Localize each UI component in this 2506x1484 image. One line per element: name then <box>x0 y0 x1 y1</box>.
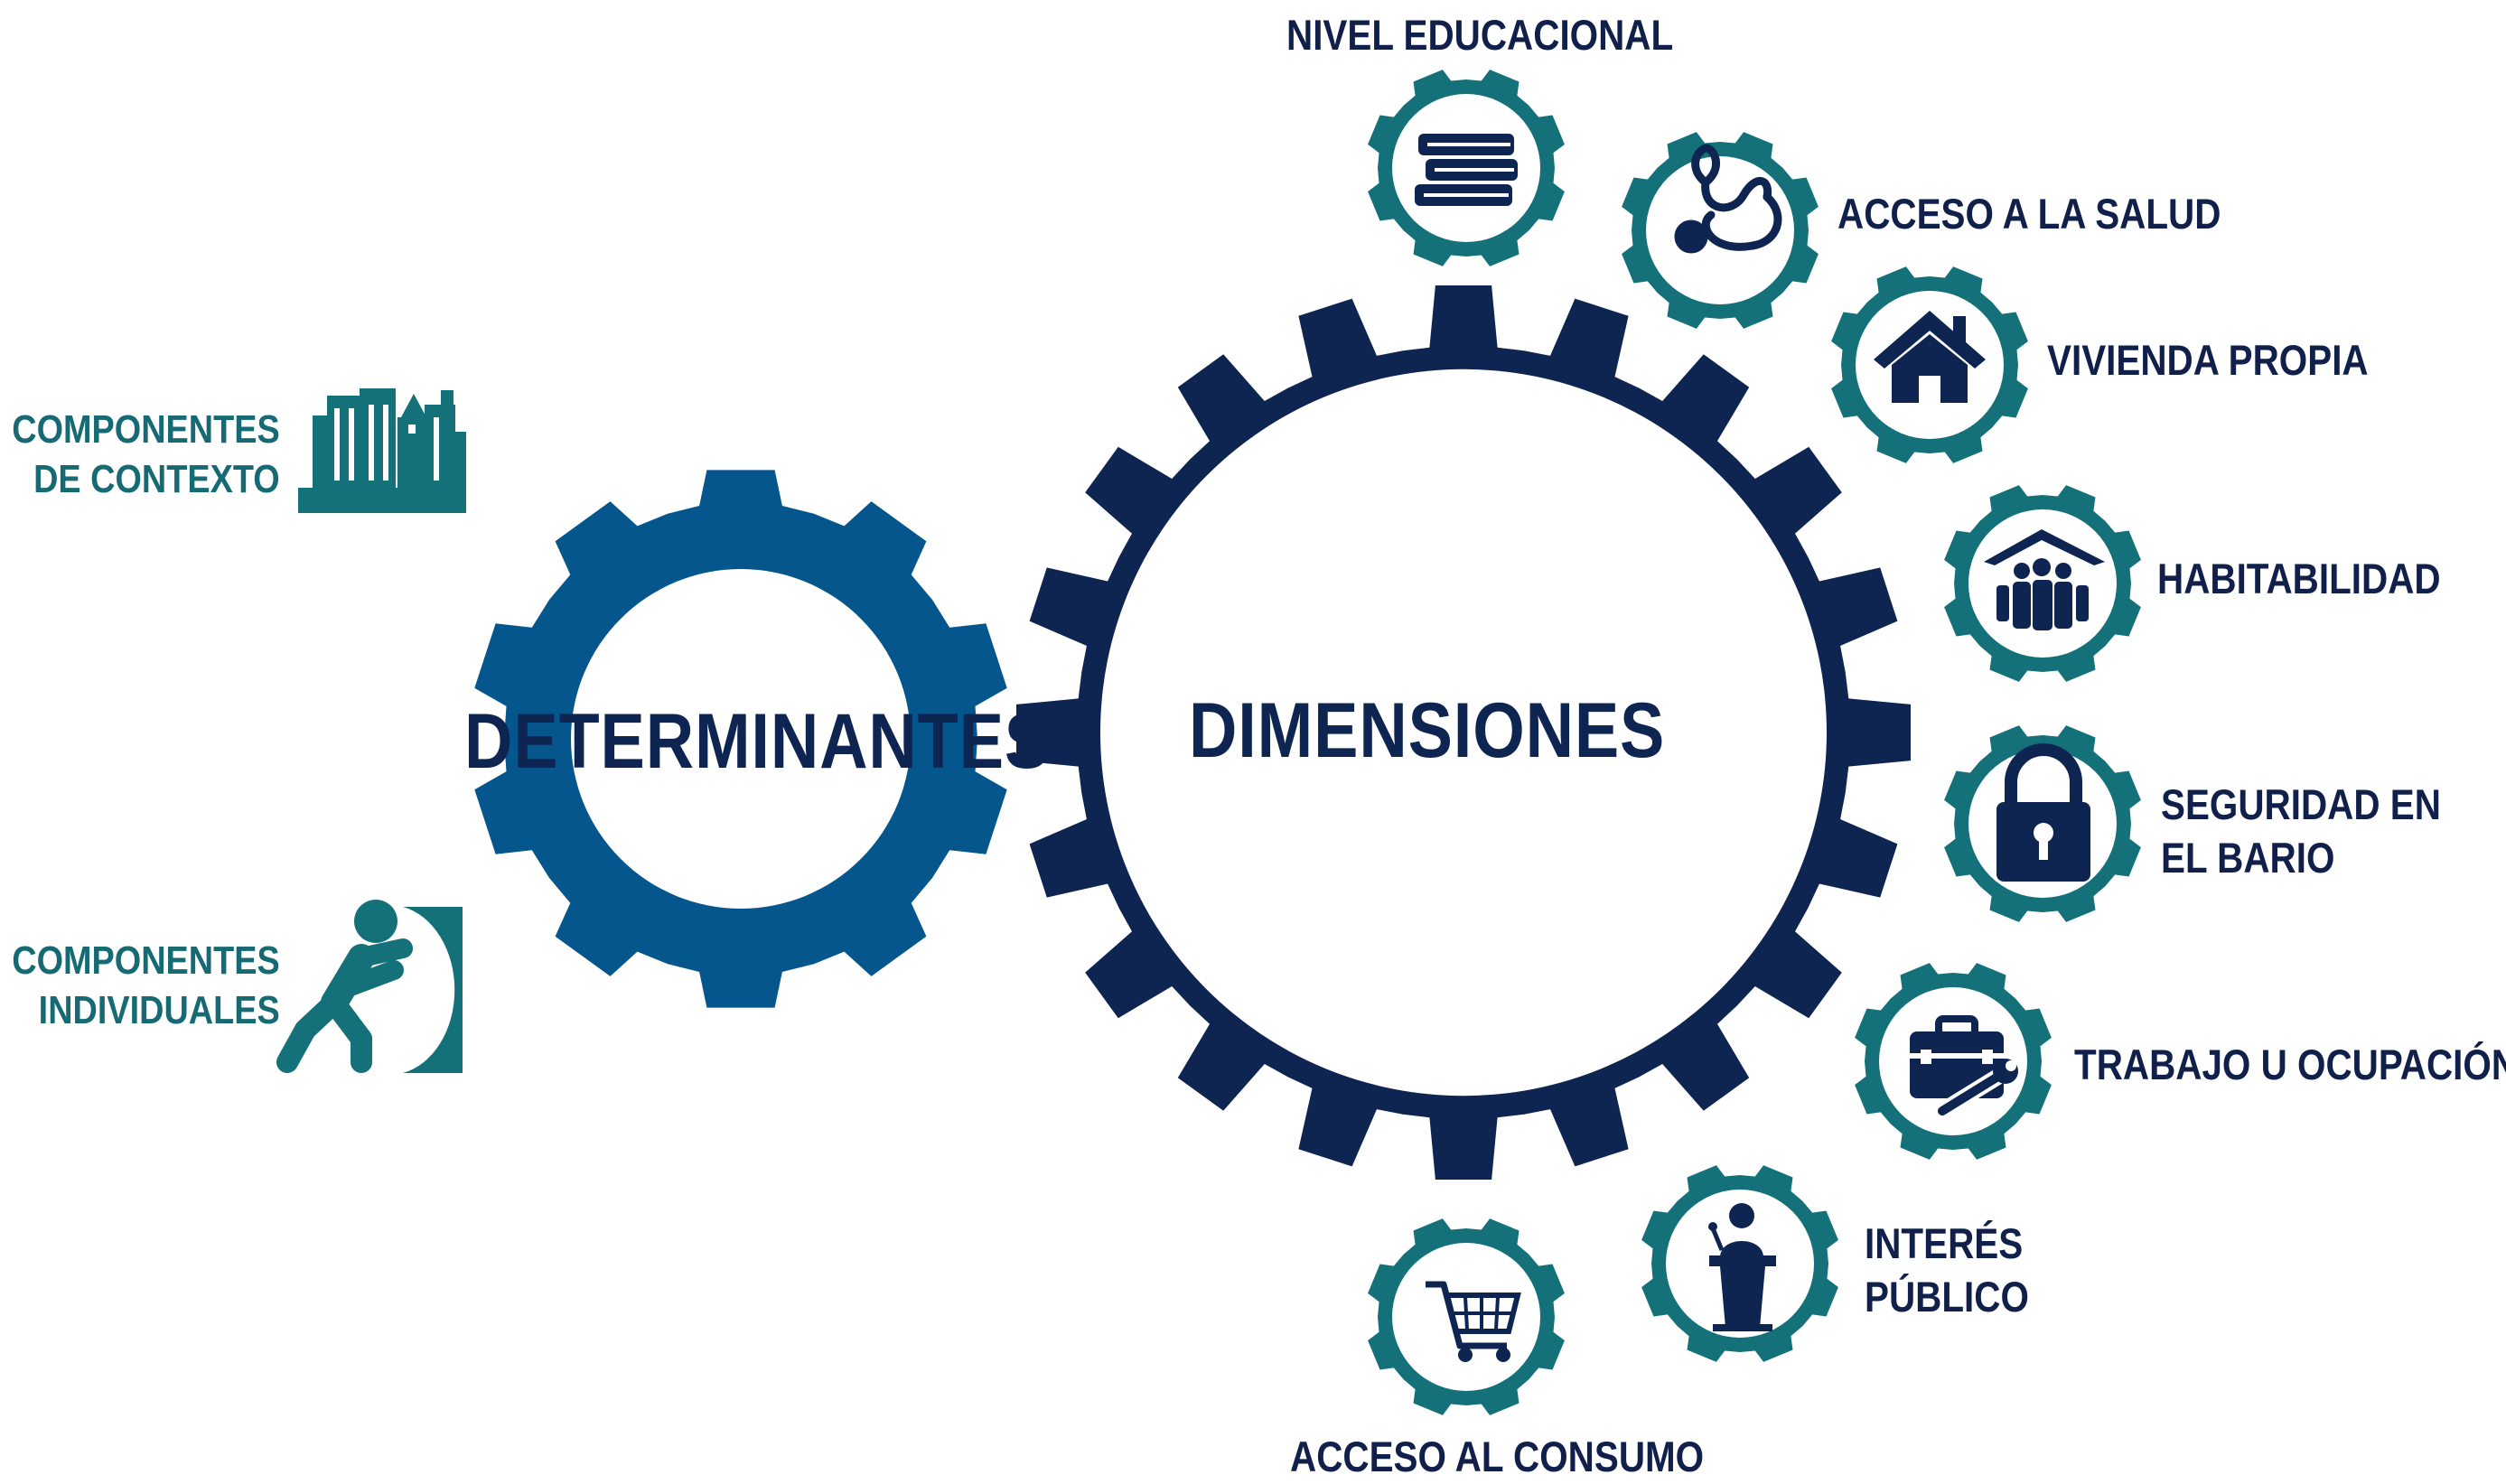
individual-components-label: COMPONENTES INDIVIDUALES <box>13 936 280 1035</box>
dimensiones-label: DIMENSIONES <box>1189 687 1666 774</box>
dimension-label-interes-publico: INTERÉS PÚBLICO <box>1865 1218 2029 1324</box>
dimension-label-acceso-salud: ACCESO A LA SALUD <box>1837 190 2221 238</box>
determinantes-label: DETERMINANTES <box>464 698 1051 785</box>
dimension-label-seguridad-line1: SEGURIDAD EN <box>2161 780 2441 828</box>
dimension-label-trabajo: TRABAJO U OCUPACIÓN <box>2074 1041 2506 1088</box>
stethoscope-icon <box>1674 144 1782 254</box>
dimension-label-vivienda-propia: VIVIENDA PROPIA <box>2047 336 2369 384</box>
dimension-label-seguridad: SEGURIDAD EN EL BARIO <box>2161 779 2441 885</box>
dimension-gear-center-2 <box>1646 156 1794 304</box>
context-components-line1: COMPONENTES <box>12 407 280 452</box>
speaker-podium-icon <box>1708 1203 1776 1331</box>
family-house-icon <box>1984 529 2105 630</box>
city-buildings-icon <box>298 388 466 513</box>
individual-components-line2: INDIVIDUALES <box>38 988 280 1032</box>
determinantes-gear <box>474 470 1007 1008</box>
house-icon <box>1874 311 1986 403</box>
shopping-cart-icon <box>1426 1281 1521 1362</box>
dimensiones-inner-ring <box>1113 382 1814 1083</box>
dimension-label-habitabilidad: HABITABILIDAD <box>2157 555 2441 602</box>
individual-components-line1: COMPONENTES <box>12 938 280 983</box>
dimension-label-seguridad-line2: EL BARIO <box>2161 833 2335 882</box>
padlock-icon <box>1996 743 2090 882</box>
dimension-label-acceso-consumo: ACCESO AL CONSUMO <box>1290 1433 1705 1480</box>
context-components-line2: DE CONTEXTO <box>33 457 280 501</box>
toolbox-icon <box>1910 1015 2018 1119</box>
person-pushing-icon <box>276 900 463 1073</box>
dimension-label-interes-line1: INTERÉS <box>1865 1219 2024 1267</box>
context-components-label: COMPONENTES DE CONTEXTO <box>13 405 280 504</box>
dimension-label-nivel-educacional: NIVEL EDUCACIONAL <box>1286 11 1674 59</box>
dimension-label-interes-line2: PÚBLICO <box>1865 1272 2029 1321</box>
books-icon <box>1415 134 1518 206</box>
